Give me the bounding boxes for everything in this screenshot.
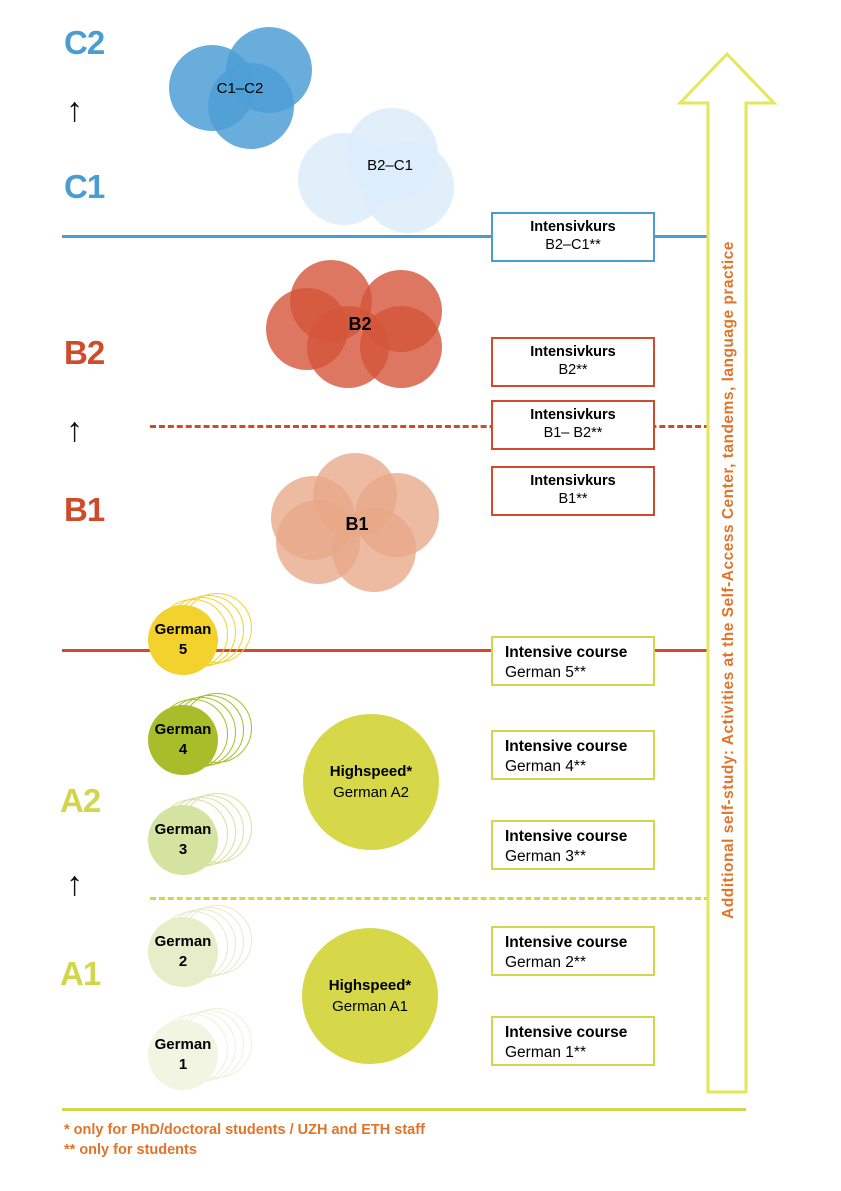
self-study-arrow bbox=[676, 51, 778, 1094]
intensive-course-sub: German 5** bbox=[505, 664, 586, 681]
level-label-b2: B2 bbox=[64, 334, 105, 371]
intensivkurs-title: Intensivkurs bbox=[530, 219, 616, 235]
intensivkurs-title: Intensivkurs bbox=[530, 344, 616, 360]
cluster-b2c1-label: B2–C1 bbox=[367, 157, 413, 174]
footnote-double-star: ** only for students bbox=[64, 1142, 197, 1158]
intensivkurs-sub: B1– B2** bbox=[543, 425, 603, 441]
arrow-up-icon: ↑ bbox=[66, 411, 83, 449]
intensive-course-german1-box: Intensive course German 1** bbox=[491, 1016, 655, 1066]
intensive-course-sub: German 4** bbox=[505, 758, 586, 775]
intensive-course-title: Intensive course bbox=[505, 828, 628, 845]
level-label-a1: A1 bbox=[60, 955, 101, 992]
arrow-up-icon: ↑ bbox=[66, 91, 83, 129]
highspeed-a1-circle: Highspeed* German A1 bbox=[302, 928, 438, 1064]
intensive-course-german2-box: Intensive course German 2** bbox=[491, 926, 655, 976]
b1-boundary-line bbox=[62, 649, 710, 652]
german-1-line1: German bbox=[154, 1035, 212, 1053]
level-label-a2: A2 bbox=[60, 782, 101, 819]
intensive-course-sub: German 2** bbox=[505, 954, 586, 971]
bottom-baseline bbox=[62, 1108, 746, 1111]
intensive-course-title: Intensive course bbox=[505, 644, 628, 661]
highspeed-a2-circle: Highspeed* German A2 bbox=[303, 714, 439, 850]
level-label-b1: B1 bbox=[64, 491, 105, 528]
intensive-course-sub: German 3** bbox=[505, 848, 586, 865]
intensivkurs-sub: B2–C1** bbox=[545, 237, 601, 253]
cluster-b2-circle bbox=[360, 306, 442, 388]
footnote-single-star: * only for PhD/doctoral students / UZH a… bbox=[64, 1122, 425, 1138]
intensive-course-title: Intensive course bbox=[505, 934, 628, 951]
intensive-course-german4-box: Intensive course German 4** bbox=[491, 730, 655, 780]
german-5-circle: German 5 bbox=[148, 605, 218, 675]
german-4-line1: German bbox=[154, 720, 212, 738]
arrow-up-icon: ↑ bbox=[66, 865, 83, 903]
intensive-course-sub: German 1** bbox=[505, 1044, 586, 1061]
intensivkurs-title: Intensivkurs bbox=[530, 473, 616, 489]
german-2-circle: German 2 bbox=[148, 917, 218, 987]
highspeed-a2-title: Highspeed* bbox=[329, 763, 413, 780]
german-1-line2: 1 bbox=[178, 1056, 188, 1073]
intensivkurs-b2-box: Intensivkurs B2** bbox=[491, 337, 655, 387]
cluster-c1c2-circle bbox=[208, 63, 294, 149]
german-2-line1: German bbox=[154, 932, 212, 950]
cluster-c1c2-label: C1–C2 bbox=[216, 80, 264, 97]
intensive-course-title: Intensive course bbox=[505, 1024, 628, 1041]
a1-a2-dashed-line bbox=[150, 897, 710, 900]
intensivkurs-title: Intensivkurs bbox=[530, 407, 616, 423]
level-label-c2: C2 bbox=[64, 24, 105, 61]
german-4-circle: German 4 bbox=[148, 705, 218, 775]
intensive-course-german3-box: Intensive course German 3** bbox=[491, 820, 655, 870]
cluster-b1-label: B1 bbox=[345, 514, 369, 534]
b1-b2-dashed-line bbox=[150, 425, 710, 428]
intensive-course-german5-box: Intensive course German 5** bbox=[491, 636, 655, 686]
level-label-c1: C1 bbox=[64, 168, 105, 205]
intensivkurs-b1-box: Intensivkurs B1** bbox=[491, 466, 655, 516]
german-5-line1: German bbox=[154, 620, 212, 638]
highspeed-a2-sub: German A2 bbox=[333, 784, 409, 801]
german-2-line2: 2 bbox=[178, 953, 188, 970]
intensivkurs-b2c1-box: Intensivkurs B2–C1** bbox=[491, 212, 655, 262]
german-3-line1: German bbox=[154, 820, 212, 838]
german-3-circle: German 3 bbox=[148, 805, 218, 875]
cluster-b1-circle bbox=[332, 508, 416, 592]
german-1-circle: German 1 bbox=[148, 1020, 218, 1090]
intensive-course-title: Intensive course bbox=[505, 738, 628, 755]
cluster-b2-label: B2 bbox=[348, 314, 372, 334]
intensivkurs-sub: B2** bbox=[558, 362, 588, 378]
german-3-line2: 3 bbox=[178, 841, 188, 858]
highspeed-a1-title: Highspeed* bbox=[328, 977, 412, 994]
german-4-line2: 4 bbox=[178, 741, 188, 758]
german-5-line2: 5 bbox=[178, 641, 188, 658]
c1-boundary-line bbox=[62, 235, 710, 238]
cluster-b2c1-circle bbox=[362, 141, 454, 233]
intensivkurs-sub: B1** bbox=[558, 491, 588, 507]
highspeed-a1-sub: German A1 bbox=[332, 998, 408, 1015]
intensivkurs-b1b2-box: Intensivkurs B1– B2** bbox=[491, 400, 655, 450]
